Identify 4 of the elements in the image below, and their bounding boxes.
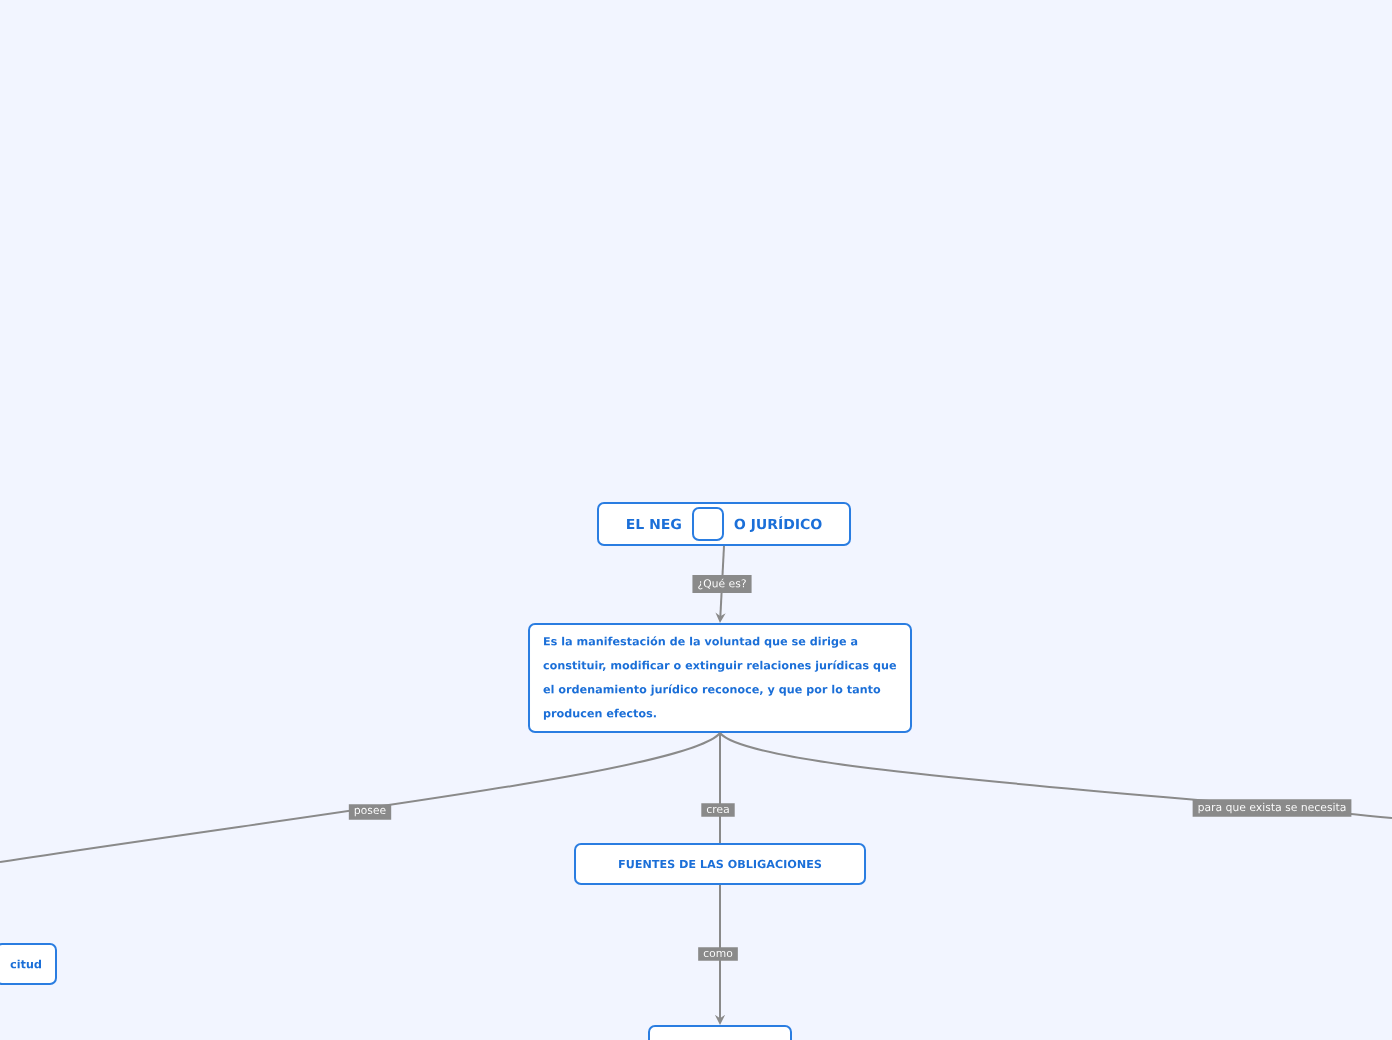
- empty-box: [692, 507, 724, 541]
- empty-box: [648, 1025, 792, 1040]
- connector: [719, 732, 721, 844]
- connector: [0, 732, 721, 863]
